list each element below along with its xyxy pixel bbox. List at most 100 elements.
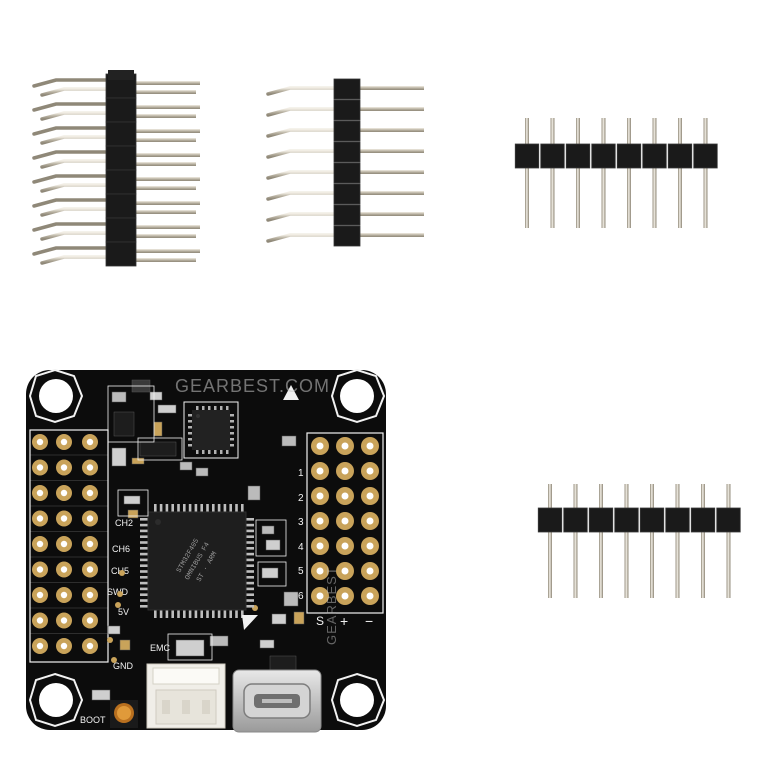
smd-part: [149, 391, 163, 401]
chip-pin: [140, 564, 148, 567]
chip-pin: [246, 558, 254, 562]
label-gnd: GND: [113, 661, 134, 671]
chip-pin: [229, 504, 232, 512]
right-angle-double-header: [32, 70, 200, 267]
pad-hole: [86, 464, 94, 471]
header-pin: [32, 246, 114, 256]
smd-part: [283, 591, 299, 607]
smd-part: [293, 611, 305, 625]
pad-hole: [60, 489, 68, 497]
chip-pin: [196, 406, 199, 410]
header-pin: [573, 484, 578, 598]
label-ch2: CH2: [115, 518, 133, 528]
header-pin: [130, 153, 200, 157]
pad-hole: [36, 566, 44, 573]
pad-hole: [36, 617, 44, 624]
pad-hole: [316, 442, 324, 450]
pad-hole: [341, 492, 349, 500]
header-pin: [130, 162, 196, 166]
test-points: [107, 570, 258, 663]
header-pin: [703, 118, 708, 228]
smd-part: [195, 467, 209, 477]
pad-hole: [36, 464, 44, 471]
silk-outline: [137, 437, 183, 461]
header-pin: [266, 128, 338, 138]
chip-pin: [171, 610, 174, 618]
pad-hole: [316, 517, 324, 525]
header-pin: [40, 231, 114, 241]
chip-pin: [202, 450, 205, 454]
chip-pin: [246, 535, 254, 538]
chip-pin: [140, 523, 148, 527]
header-pin: [358, 212, 424, 216]
pad-hole: [86, 617, 94, 624]
boot-button[interactable]: [110, 700, 138, 728]
header-pin: [576, 118, 580, 228]
header-housing: [690, 507, 716, 533]
pad-number-2: 2: [298, 493, 304, 504]
chip-pin: [246, 541, 254, 544]
header-housing: [537, 507, 563, 533]
chip-pin: [235, 610, 238, 618]
header-housing: [333, 99, 361, 121]
smd-part: [261, 525, 275, 535]
header-housing: [105, 97, 137, 123]
header-housing: [105, 169, 137, 195]
rail-label-minus: −: [365, 613, 373, 629]
chip-pin: [188, 444, 192, 447]
pad-hole: [60, 617, 68, 624]
chip-pin: [202, 406, 205, 410]
jst-connector[interactable]: [146, 663, 226, 729]
chip-pin: [206, 610, 209, 618]
smd-part: [123, 495, 141, 505]
pad-hole: [36, 515, 44, 522]
header-pin: [266, 170, 338, 180]
chip-pin: [154, 504, 157, 512]
pad-number-6: 6: [298, 591, 304, 602]
chip-pin: [230, 438, 234, 441]
pad-hole: [316, 492, 324, 500]
mounting-hole-br: [330, 672, 386, 728]
header-pin: [40, 111, 114, 121]
silk-outline: [107, 385, 155, 443]
chip-pin: [140, 547, 148, 550]
chip-pin: [246, 564, 254, 567]
pad-hole: [36, 438, 44, 446]
header-pin: [40, 183, 114, 193]
pad-hole: [341, 567, 349, 575]
chip-pin: [246, 529, 254, 533]
chip-pin: [246, 599, 254, 602]
header-housing: [565, 143, 591, 169]
header-pin: [130, 234, 196, 238]
micro-usb-port[interactable]: [232, 669, 322, 733]
header-pin: [130, 129, 200, 133]
chip-pin: [206, 504, 209, 512]
pad-hole: [366, 592, 374, 600]
header-housing: [333, 183, 361, 205]
header-pin: [130, 201, 200, 205]
rail-labels: S + −: [316, 613, 373, 629]
chip-pin: [188, 438, 192, 441]
pad-hole: [86, 642, 94, 650]
header-housing: [614, 507, 639, 533]
header-pin: [40, 255, 114, 265]
right-angle-single-header: [266, 78, 424, 247]
chip-pin: [208, 406, 211, 410]
smd-part: [259, 639, 275, 649]
pad-hole: [86, 540, 94, 548]
smd-part: [111, 447, 127, 467]
smd-part: [91, 689, 111, 701]
pad-hole: [60, 566, 68, 573]
header-pin: [266, 191, 338, 201]
chip-pin: [220, 450, 223, 454]
chip-pin: [140, 558, 148, 562]
chip-pin: [140, 518, 148, 521]
left-pad-outline: [29, 429, 109, 663]
chip-pin: [208, 450, 211, 454]
chip-pin: [140, 581, 148, 585]
smd-part: [179, 461, 193, 471]
pad-hole: [341, 467, 349, 475]
header-housing-top: [108, 70, 134, 80]
smd-part: [153, 421, 163, 437]
mounting-hole-bl: [28, 672, 84, 728]
